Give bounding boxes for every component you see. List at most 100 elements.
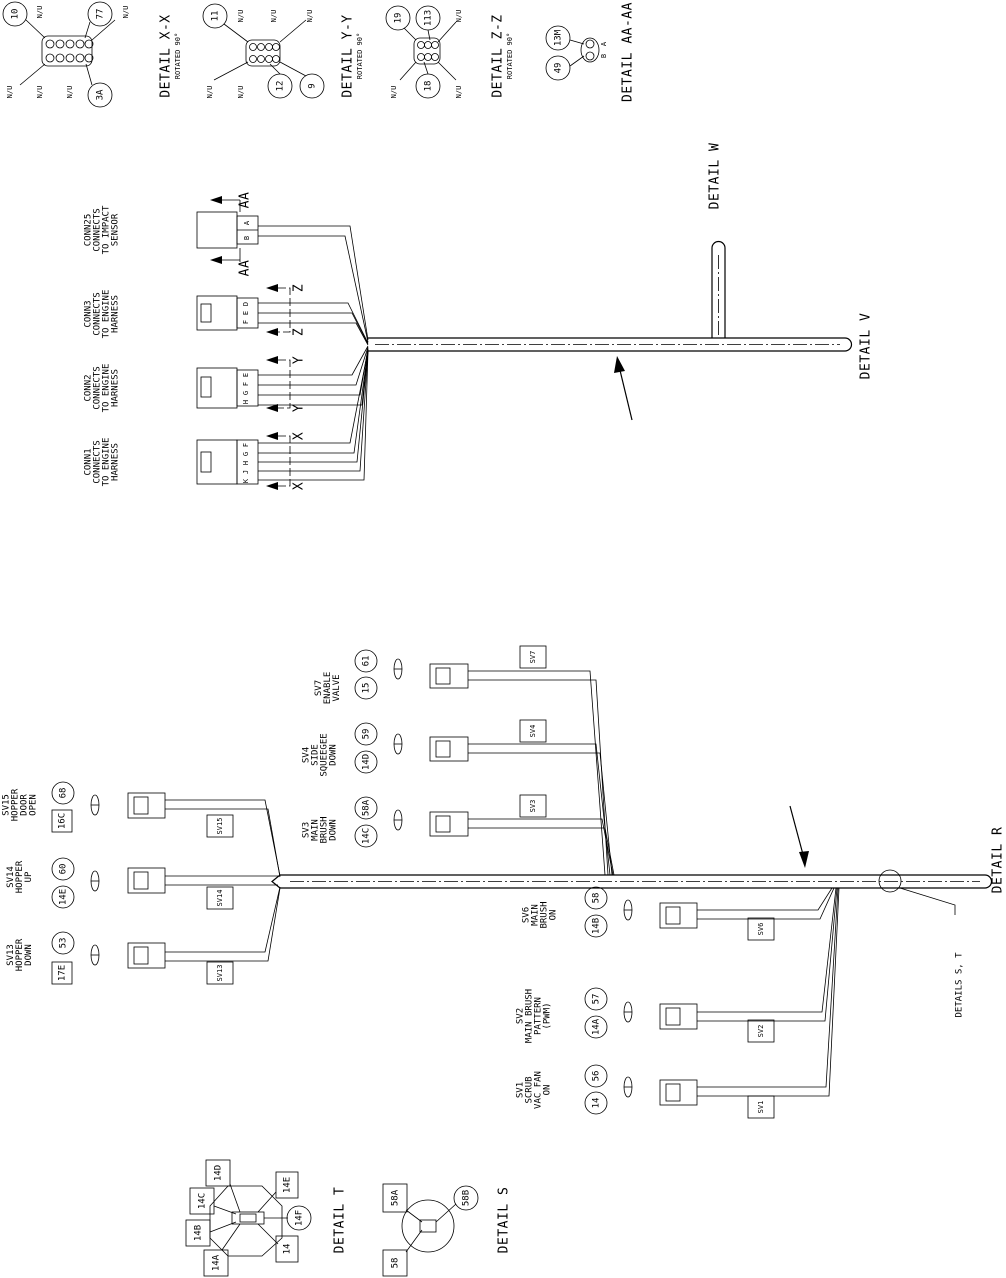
- valve-sv6: SV6MAINBRUSHON 14B 58 SV6: [522, 886, 775, 941]
- detail-callouts: DETAIL W DETAIL V DETAIL R DETAILS S, T: [708, 143, 1006, 1018]
- wire-number: 58: [592, 893, 602, 904]
- valve-tag: SV7: [529, 651, 537, 664]
- valve-tag: SV3: [529, 800, 537, 813]
- pin-label: B: [243, 236, 251, 240]
- pin-label: H: [242, 461, 250, 465]
- label-line: SV1: [516, 1082, 526, 1098]
- detail-title: DETAIL S: [497, 1187, 512, 1254]
- valve-sv1: SV1SCRUBVAC FANON 14 56 SV1: [516, 1064, 775, 1119]
- pin-label: F: [242, 443, 250, 447]
- wire-number: 49: [554, 63, 564, 74]
- valve-sv15: SV15HOPPERDOOROPEN 16C 68 SV15: [2, 781, 234, 838]
- nu-label: N/U: [6, 86, 14, 99]
- pin-label: G: [242, 391, 250, 395]
- splice-wire: 58B: [462, 1190, 472, 1206]
- wire-number: 57: [592, 994, 602, 1005]
- wire-number: 12: [276, 81, 286, 92]
- nu-label: N/U: [237, 10, 245, 23]
- pin-label: F: [242, 382, 250, 386]
- valve-label: SV14HOPPERUP: [6, 860, 34, 893]
- connector-conn25: CONN25CONNECTSTO IMPACTSENSOR A B AA AA: [84, 192, 259, 277]
- section-mark: Z: [292, 284, 307, 292]
- detail-title: DETAIL T: [333, 1187, 348, 1254]
- nu-label: N/U: [455, 10, 463, 23]
- nu-label: N/U: [122, 6, 130, 19]
- valve-tag: SV2: [757, 1025, 765, 1038]
- valve-tag: SV6: [757, 923, 765, 936]
- label-line: SV2: [516, 1008, 526, 1024]
- valve-group-bottom: SV6MAINBRUSHON 14B 58 SV6 SV2MAIN BRUSHP…: [516, 886, 775, 1119]
- label-line: ON: [549, 910, 559, 921]
- valve-tag: SV1: [757, 1101, 765, 1114]
- label-line: DOWN: [329, 744, 339, 766]
- label-line: UP: [24, 871, 34, 882]
- detail-s: 58A 58B 58 DETAIL S: [382, 1183, 512, 1277]
- connector-label: CONN25CONNECTSTO IMPACTSENSOR: [84, 205, 121, 254]
- label-line: SV15: [2, 794, 12, 816]
- pin-label: E: [242, 373, 250, 377]
- upper-connectors: CONN25CONNECTSTO IMPACTSENSOR A B AA AA …: [84, 192, 307, 490]
- wire-number: 14A: [592, 1018, 602, 1035]
- detail-title: DETAIL AA-AA: [621, 2, 636, 102]
- wire-number: 16C: [58, 813, 68, 829]
- wire-number: 18: [424, 81, 434, 92]
- wire-number: 19: [394, 13, 404, 24]
- label-line: HARNESS: [111, 369, 121, 407]
- valve-group-top: SV7ENABLEVALVE 15 61 SV7 SV4SIDESQUEEGEE…: [302, 645, 547, 848]
- valve-group-left: SV15HOPPERDOOROPEN 16C 68 SV15 SV14HOPPE…: [2, 781, 234, 985]
- wire-number: 14E: [59, 889, 69, 905]
- detail-title: DETAIL Y-Y: [341, 14, 356, 97]
- valve-sv7: SV7ENABLEVALVE 15 61 SV7: [314, 645, 547, 704]
- section-mark: AA: [238, 260, 253, 277]
- pin-label: A: [243, 220, 251, 225]
- valve-sv13: SV13HOPPERDOWN 17E 53 SV13: [6, 931, 234, 985]
- label-line: HARNESS: [111, 443, 121, 481]
- valve-label: SV1SCRUBVAC FANON: [516, 1071, 553, 1109]
- section-mark: X: [292, 432, 307, 440]
- label-line: SV13: [6, 944, 16, 966]
- connector-conn1: CONN1CONNECTSTO ENGINEHARNESS F G H J K …: [84, 432, 307, 490]
- label-line: (PWM): [543, 1002, 553, 1029]
- label-line: TO ENGINE: [102, 364, 112, 413]
- nu-label: N/U: [206, 86, 214, 99]
- valve-tag: SV4: [529, 725, 537, 738]
- label-line: PATTERN: [534, 997, 544, 1035]
- pin-label: K: [242, 478, 250, 483]
- wire-number: 60: [59, 864, 69, 875]
- label-line: ON: [543, 1085, 553, 1096]
- splice-wire: 14A: [212, 1254, 222, 1271]
- valve-label: SV6MAINBRUSHON: [522, 901, 559, 928]
- wire-number: 15: [362, 683, 372, 694]
- valve-sv3: SV3MAINBRUSHDOWN 14C 58A SV3: [302, 794, 547, 848]
- wire-number: 58A: [362, 799, 372, 816]
- label-line: SV14: [6, 866, 16, 888]
- valve-tag: SV13: [216, 965, 224, 982]
- splice-wire: 58: [391, 1258, 401, 1269]
- valve-label: SV3MAINBRUSHDOWN: [302, 816, 339, 843]
- valve-sv2: SV2MAIN BRUSHPATTERN(PWM) 14A 57 SV2: [516, 987, 775, 1043]
- label-line: MAIN: [531, 904, 541, 926]
- valve-label: SV4SIDESQUEEGEEDOWN: [302, 733, 339, 776]
- pin-label: A: [600, 41, 608, 46]
- wire-number: 56: [592, 1071, 602, 1082]
- detail-v-label: DETAIL V: [859, 313, 874, 380]
- label-line: DOWN: [24, 944, 34, 966]
- connector-branch-wires: [258, 225, 369, 481]
- label-line: BRUSH: [320, 816, 330, 843]
- wire-number: 68: [59, 788, 69, 799]
- detail-subtitle: ROTATED 90°: [506, 33, 514, 79]
- section-mark: Y: [292, 404, 307, 412]
- label-line: DOWN: [329, 819, 339, 841]
- wire-number: 61: [362, 656, 372, 667]
- pin-label: F: [242, 320, 250, 324]
- detail-w-label: DETAIL W: [708, 143, 723, 210]
- details-st-label: DETAILS S, T: [955, 952, 965, 1018]
- label-line: TO ENGINE: [102, 290, 112, 339]
- label-line: OPEN: [29, 794, 39, 816]
- valve-tag: SV14: [216, 890, 224, 907]
- wire-number: 11: [211, 11, 221, 22]
- nu-label: N/U: [66, 86, 74, 99]
- label-line: TO IMPACT: [102, 205, 112, 254]
- valve-sv4: SV4SIDESQUEEGEEDOWN 14D 59 SV4: [302, 719, 547, 777]
- splice-wire: 14: [283, 1244, 293, 1255]
